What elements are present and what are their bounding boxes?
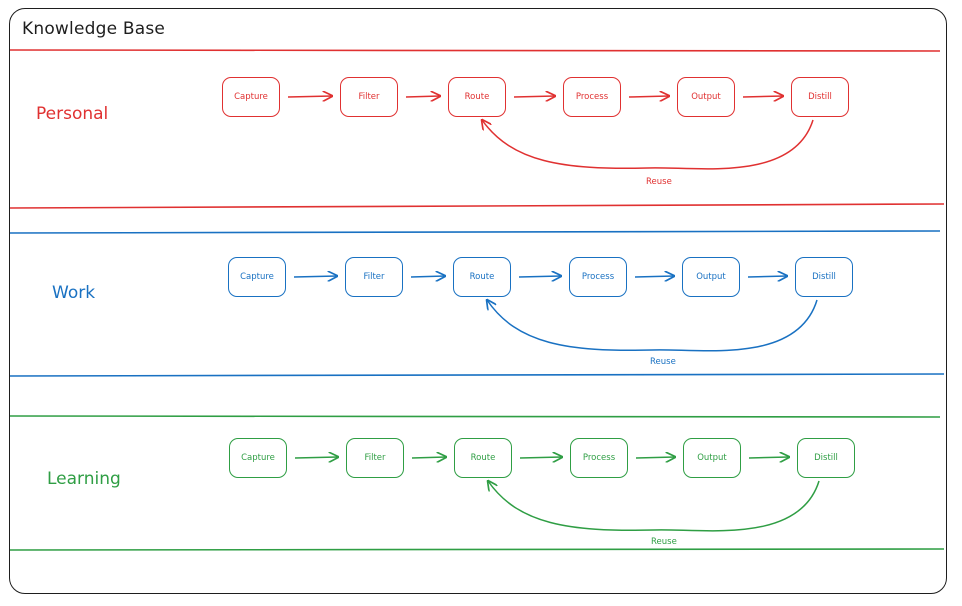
- learning-arrow-output-to-distill: [748, 457, 789, 458]
- learning-node-process: Process: [570, 438, 628, 478]
- work-arrow-route-to-process: [518, 276, 561, 277]
- work-node-output: Output: [682, 257, 740, 297]
- work-lane-top-line: [9, 230, 941, 234]
- work-arrow-output-to-distill: [747, 276, 787, 277]
- learning-lane-label: Learning: [47, 469, 121, 489]
- work-lane-bottom-line: [9, 373, 945, 377]
- personal-lane-top-line: [9, 49, 941, 52]
- learning-node-filter: Filter: [346, 438, 404, 478]
- diagram-frame: [9, 8, 947, 594]
- personal-node-process: Process: [563, 77, 621, 117]
- personal-arrow-capture-to-filter: [287, 96, 332, 97]
- work-node-distill: Distill: [795, 257, 853, 297]
- work-lane-label: Work: [52, 283, 96, 303]
- personal-reuse-label: Reuse: [646, 177, 672, 187]
- personal-node-distill: Distill: [791, 77, 849, 117]
- work-node-route: Route: [453, 257, 511, 297]
- learning-reuse-label: Reuse: [651, 537, 677, 547]
- personal-arrow-process-to-output: [628, 96, 669, 97]
- personal-node-filter: Filter: [340, 77, 398, 117]
- page-title: Knowledge Base: [22, 19, 166, 39]
- work-arrow-filter-to-route: [410, 276, 445, 277]
- learning-node-capture: Capture: [229, 438, 287, 478]
- personal-lane-bottom-line: [9, 203, 945, 209]
- learning-node-output: Output: [683, 438, 741, 478]
- work-arrow-capture-to-filter: [293, 276, 337, 277]
- personal-arrow-filter-to-route: [405, 96, 440, 97]
- personal-reuse-curve: [482, 120, 814, 170]
- work-reuse-curve: [487, 300, 818, 352]
- work-node-filter: Filter: [345, 257, 403, 297]
- learning-arrow-process-to-output: [635, 457, 675, 458]
- learning-arrow-capture-to-filter: [294, 457, 338, 458]
- personal-node-route: Route: [448, 77, 506, 117]
- work-node-process: Process: [569, 257, 627, 297]
- learning-node-route: Route: [454, 438, 512, 478]
- work-node-capture: Capture: [228, 257, 286, 297]
- work-reuse-label: Reuse: [650, 357, 676, 367]
- learning-reuse-curve: [488, 481, 820, 532]
- learning-arrow-route-to-process: [519, 457, 562, 458]
- personal-arrow-output-to-distill: [742, 96, 783, 97]
- personal-node-output: Output: [677, 77, 735, 117]
- personal-lane-label: Personal: [36, 104, 109, 124]
- learning-lane-bottom-line: [9, 548, 945, 551]
- work-arrow-process-to-output: [634, 276, 674, 277]
- learning-lane-top-line: [9, 415, 941, 418]
- personal-node-capture: Capture: [222, 77, 280, 117]
- learning-arrow-filter-to-route: [411, 457, 446, 458]
- personal-arrow-route-to-process: [513, 96, 555, 97]
- learning-node-distill: Distill: [797, 438, 855, 478]
